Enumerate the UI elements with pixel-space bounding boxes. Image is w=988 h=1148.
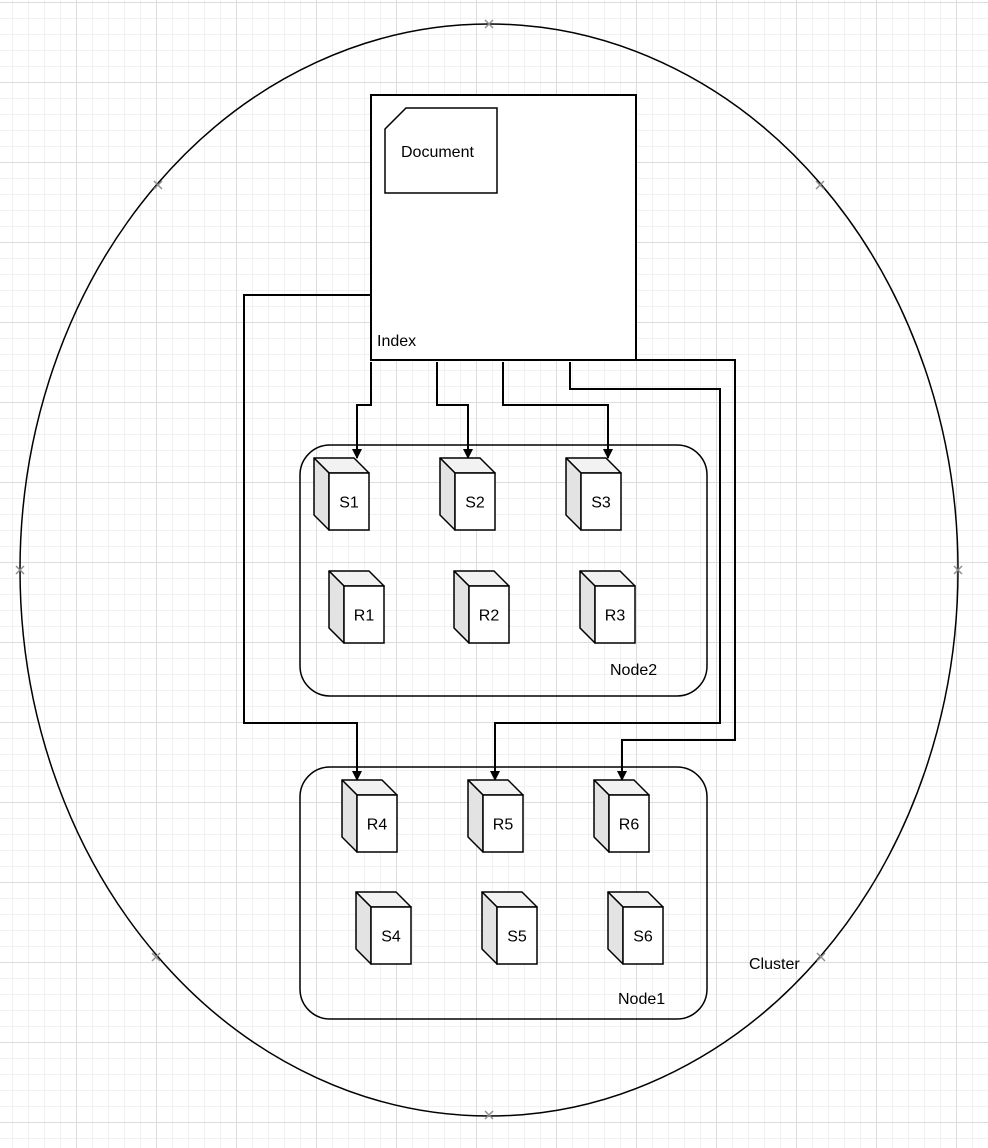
connector-index-to-r6[interactable] <box>617 359 736 781</box>
cube-front-face <box>370 906 412 965</box>
cube-front-face <box>622 906 664 965</box>
shard-label: S3 <box>591 495 611 512</box>
shard-cube-s3[interactable]: S3 <box>565 457 622 531</box>
selection-handle[interactable] <box>815 180 825 190</box>
cube-front-face <box>496 906 538 965</box>
shard-cube-r4[interactable]: R4 <box>341 779 398 853</box>
connector-index-to-r5[interactable] <box>490 362 721 781</box>
shard-cube-s2[interactable]: S2 <box>439 457 496 531</box>
cube-front-face <box>468 585 510 644</box>
cube-front-face <box>356 794 398 853</box>
connector-index-to-s1[interactable] <box>352 362 372 459</box>
connector-index-to-s2[interactable] <box>436 362 473 459</box>
selection-handle[interactable] <box>153 180 163 190</box>
node1-label: Node1 <box>618 991 665 1008</box>
shard-cube-r6[interactable]: R6 <box>593 779 650 853</box>
cube-front-face <box>594 585 636 644</box>
shard-cube-s6[interactable]: S6 <box>607 891 664 965</box>
connector-index-to-r4[interactable] <box>243 294 371 781</box>
shard-cube-r2[interactable]: R2 <box>453 570 510 644</box>
cube-front-face <box>608 794 650 853</box>
node2-label: Node2 <box>610 662 657 679</box>
node2-container[interactable] <box>299 444 708 697</box>
document-label: Document <box>401 144 474 161</box>
shard-label: R6 <box>619 817 640 834</box>
selection-handles <box>15 19 963 1120</box>
shard-label: R4 <box>367 817 388 834</box>
cluster-label: Cluster <box>749 956 800 973</box>
connectors <box>243 294 736 781</box>
cube-front-face <box>454 472 496 531</box>
index-label: Index <box>377 333 416 350</box>
cube-front-face <box>328 472 370 531</box>
shard-label: S5 <box>507 929 527 946</box>
selection-handle[interactable] <box>15 565 25 575</box>
shard-cube-r1[interactable]: R1 <box>328 570 385 644</box>
shard-label: S1 <box>339 495 359 512</box>
shard-label: S2 <box>465 495 485 512</box>
selection-handle[interactable] <box>484 19 494 29</box>
cube-front-face <box>580 472 622 531</box>
selection-handle[interactable] <box>953 565 963 575</box>
shard-cube-r5[interactable]: R5 <box>467 779 524 853</box>
selection-handle[interactable] <box>484 1110 494 1120</box>
shard-label: R1 <box>354 608 375 625</box>
shard-cube-s4[interactable]: S4 <box>355 891 412 965</box>
shard-label: S4 <box>381 929 401 946</box>
shard-cube-s1[interactable]: S1 <box>313 457 370 531</box>
document-shape[interactable] <box>384 107 498 194</box>
connector-index-to-s3[interactable] <box>502 362 613 459</box>
shard-label: R5 <box>493 817 514 834</box>
shard-cube-s5[interactable]: S5 <box>481 891 538 965</box>
cube-front-face <box>343 585 385 644</box>
shard-cube-r3[interactable]: R3 <box>579 570 636 644</box>
shard-label: R3 <box>605 608 626 625</box>
shard-label: S6 <box>633 929 653 946</box>
selection-handle[interactable] <box>816 952 826 962</box>
cube-front-face <box>482 794 524 853</box>
shard-label: R2 <box>479 608 500 625</box>
node1-container[interactable] <box>299 766 708 1020</box>
selection-handle[interactable] <box>151 952 161 962</box>
